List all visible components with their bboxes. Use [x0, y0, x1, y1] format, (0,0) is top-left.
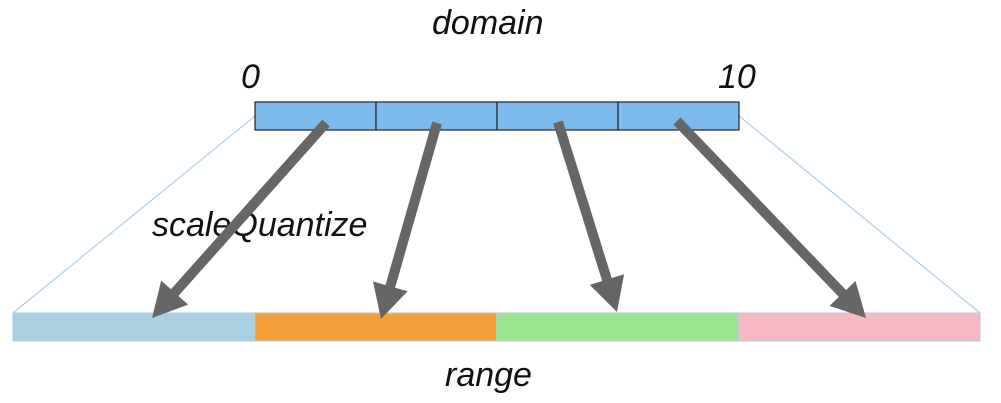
- arrow-shaft-4: [673, 117, 848, 299]
- arrow-head-2: [373, 281, 408, 319]
- range-segment-2: [254, 312, 497, 342]
- guide-lines: [12, 115, 981, 314]
- domain-segment-1: [254, 101, 377, 131]
- guide-line-left: [12, 115, 256, 314]
- mapping-arrows: [152, 117, 866, 319]
- arrow-head-4: [829, 281, 866, 318]
- arrow-head-1: [152, 280, 189, 318]
- guide-line-right: [738, 115, 981, 314]
- domain-title: domain: [432, 4, 544, 42]
- scale-quantize-label: scaleQuantize: [152, 206, 368, 244]
- domain-min-label: 0: [241, 58, 260, 96]
- arrow-shaft-3: [553, 120, 613, 283]
- range-segment-3: [496, 312, 739, 342]
- range-bar: [12, 312, 981, 342]
- range-segment-4: [737, 312, 981, 342]
- arrow-shaft-1: [169, 119, 330, 298]
- arrow-shaft-2: [384, 121, 442, 290]
- range-segment-1: [12, 312, 256, 342]
- range-title: range: [445, 356, 532, 394]
- domain-max-label: 10: [718, 58, 756, 96]
- arrow-head-3: [589, 274, 625, 312]
